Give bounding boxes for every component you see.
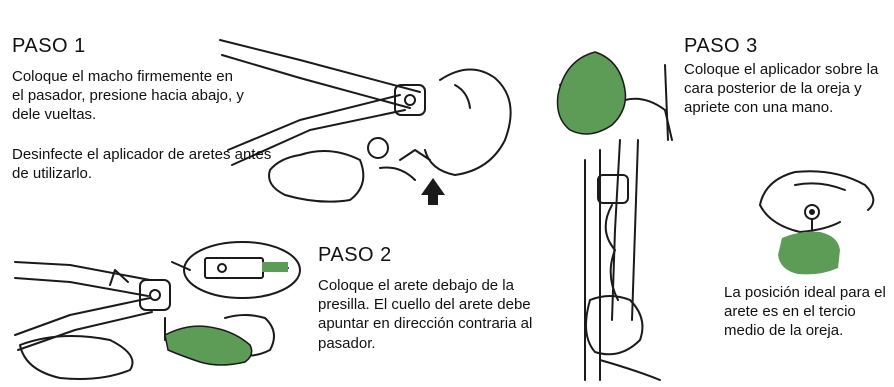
inset-tag-tab [262, 262, 288, 272]
step3-heading: PASO 3 [684, 35, 758, 57]
earring-tag-shape [164, 325, 253, 366]
ear-green-shape [556, 51, 627, 135]
step1-instructions: Coloque el macho firmemente en el pasado… [12, 68, 244, 124]
ear-diagram [759, 170, 875, 233]
step1-applicator-illustration [219, 39, 512, 203]
step1-heading: PASO 1 [12, 35, 86, 57]
ideal-position-caption: La posición ideal para el arete es en el… [724, 284, 886, 340]
step2-instructions: Coloque el arete debajo de la presilla. … [318, 277, 533, 352]
step1-note: Desinfecte el aplicador de aretes antes … [12, 146, 272, 183]
step2-heading: PASO 2 [318, 244, 392, 266]
step3-instructions: Coloque el aplicador sobre la cara poste… [684, 61, 879, 117]
ear-tag-green-icon [778, 231, 840, 275]
down-arrow-icon [421, 178, 445, 205]
step2-applicator-illustration [14, 241, 301, 380]
